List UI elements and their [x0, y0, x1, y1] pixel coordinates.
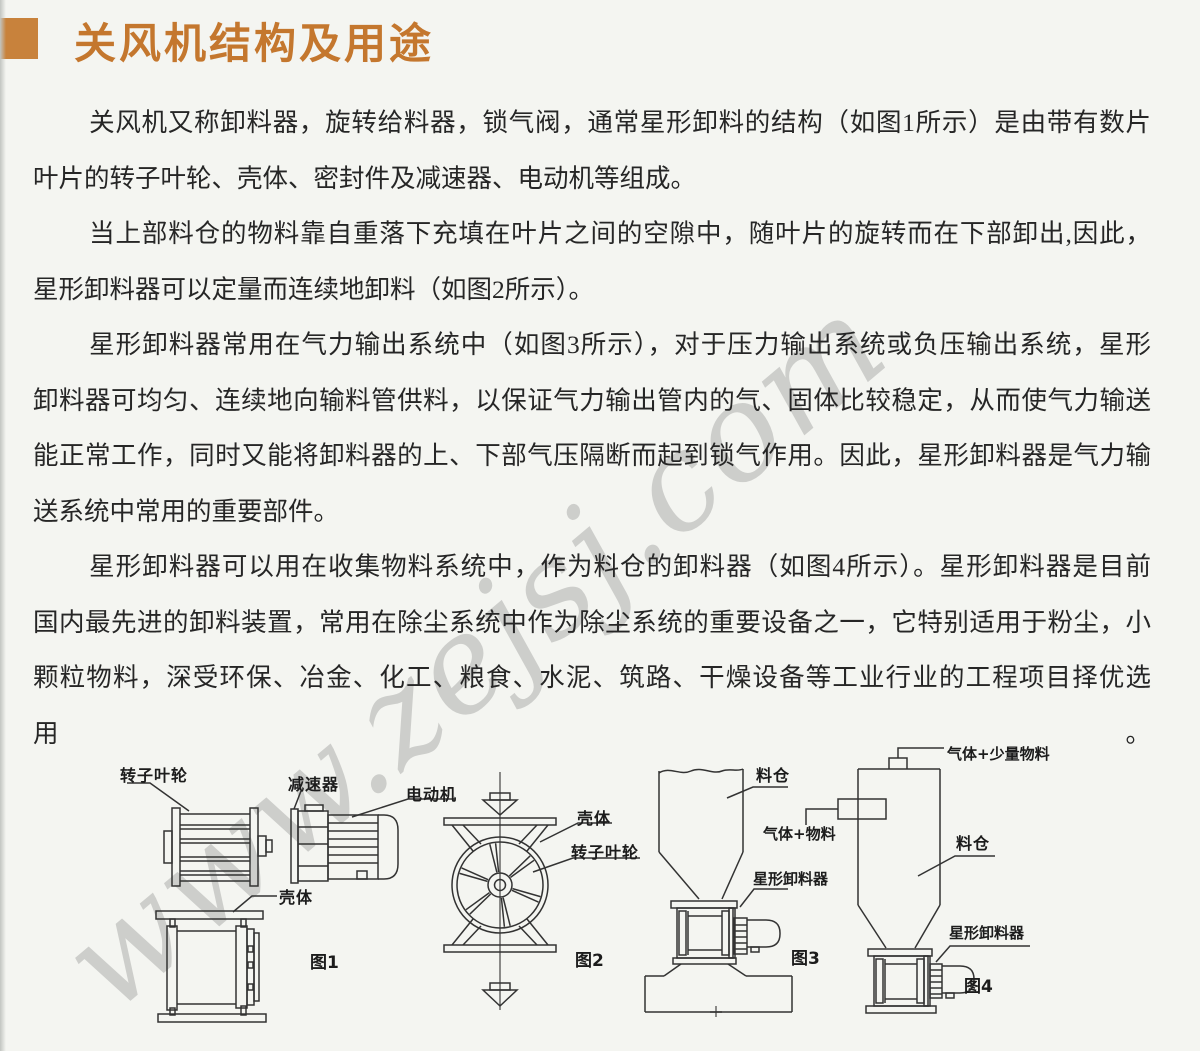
text-line: 当上部料仓的物料靠自重落下充填在叶片之间的空隙中，随叶片的旋转而在下部卸出,因此… — [89, 219, 1151, 248]
figure4-label-gas-small-material: 气体+少量物料 — [947, 745, 1050, 763]
figure4-label-discharger: 星形卸料器 — [949, 924, 1025, 942]
figure3-drawing — [644, 768, 793, 1017]
figure4-label-gas-material: 气体+物料 — [763, 825, 836, 843]
figure2-drawing — [443, 772, 640, 1010]
body-text: 关风机又称卸料器，旋转给料器，锁气阀，通常星形卸料的结构（如图1所示）是由带有数… — [33, 95, 1151, 761]
text-line: 能正常工作，同时又能将卸料器的上、下部气压隔断而起到锁气作用。因此，星形卸料器是… — [33, 441, 1151, 470]
text-line: 星形卸料器可以定量而连续地卸料（如图2所示）。 — [33, 274, 595, 304]
figure3-label-discharger: 星形卸料器 — [753, 870, 829, 888]
figure1-label-reducer: 减速器 — [288, 775, 340, 794]
text-line: 卸料器可均匀、连续地向输料管供料，以保证气力输出管内的气、固体比较稳定，从而使气… — [33, 385, 1151, 415]
figure2-label-housing: 壳体 — [577, 809, 612, 828]
figure1-label-motor: 电动机 — [406, 785, 458, 804]
text-line: 颗粒物料，深受环保、冶金、化工、粮食、水泥、筑路、干燥设备等工业行业的工程项目择… — [33, 663, 1151, 748]
figure4-label-hopper: 料仓 — [956, 834, 991, 853]
figure3-label-hopper: 料仓 — [756, 766, 791, 785]
figure2-label-rotor: 转子叶轮 — [571, 843, 640, 862]
text-line: 送系统中常用的重要部件。 — [33, 496, 340, 526]
text-line: 星形卸料器常用在气力输出系统中（如图3所示），对于压力输出系统或负压输出系统，星… — [89, 330, 1151, 359]
text-line: 星形卸料器可以用在收集物料系统中，作为料仓的卸料器（如图4所示）。星形卸料器是目… — [89, 552, 1151, 581]
scan-edge — [0, 0, 6, 1051]
text-line: 叶片的转子叶轮、壳体、密封件及减速器、电动机等组成。 — [33, 163, 697, 193]
figure1-rotor-drawing — [127, 782, 273, 887]
figure3-caption: 图3 — [791, 949, 820, 969]
text-line: 关风机又称卸料器，旋转给料器，锁气阀，通常星形卸料的结构（如图1所示）是由带有数… — [89, 108, 1151, 137]
figure4-drawing — [805, 747, 1030, 1014]
figure4-caption: 图4 — [964, 977, 993, 997]
figure1-housing-drawing — [155, 895, 277, 1023]
page-title: 关风机结构及用途 — [74, 19, 435, 68]
figure1-label-housing: 壳体 — [279, 888, 314, 907]
figure1-caption: 图1 — [310, 953, 339, 973]
title-accent-square — [0, 18, 38, 59]
figure1-label-rotor: 转子叶轮 — [120, 766, 189, 785]
text-line: 国内最先进的卸料装置，常用在除尘系统中作为除尘系统的重要设备之一，它特别适用于粉… — [33, 607, 1151, 637]
figure2-caption: 图2 — [575, 951, 604, 971]
figure1-motor-drawing — [327, 798, 455, 880]
figure1-reducer-drawing — [290, 790, 329, 884]
